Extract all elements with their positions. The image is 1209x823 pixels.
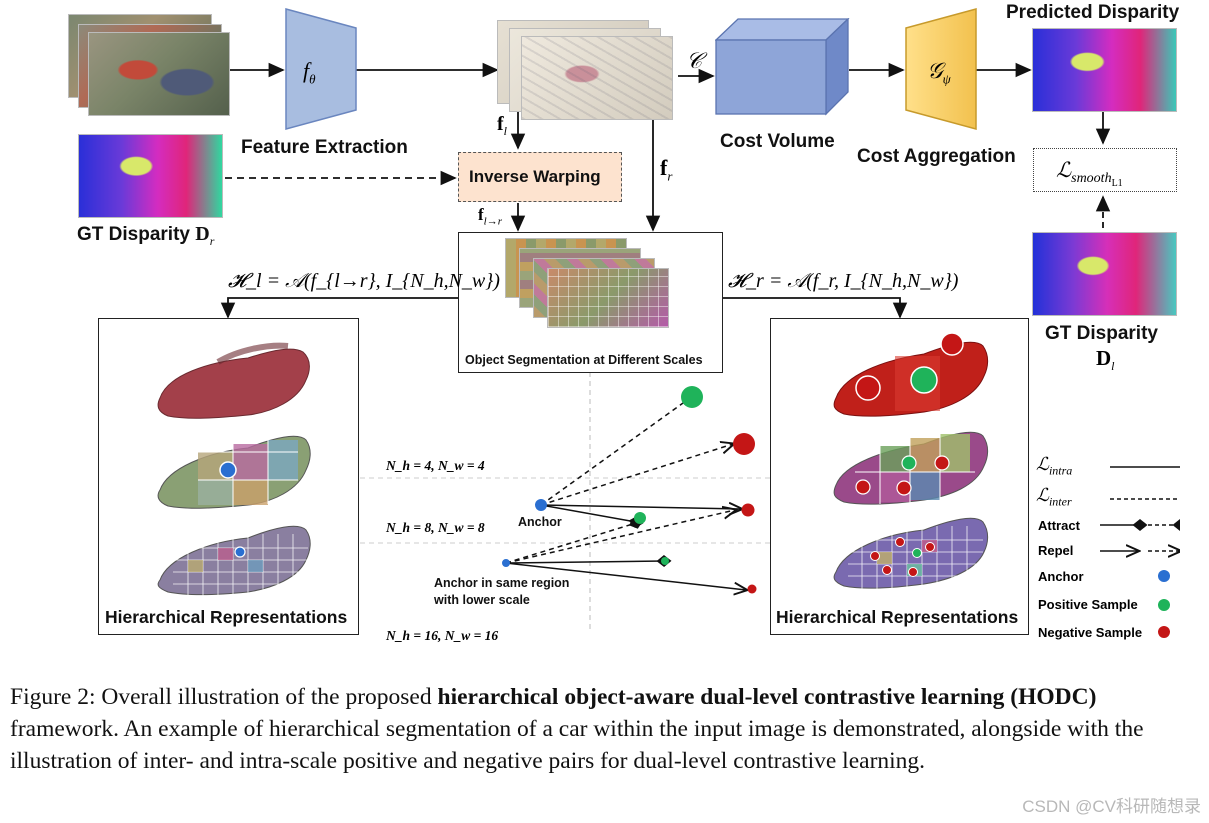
g-psi-symbol: 𝒢ψ: [927, 58, 951, 87]
anchor-label: Anchor: [518, 515, 562, 529]
inverse-warping-label: Inverse Warping: [469, 167, 601, 186]
legend-negative: Negative Sample: [1038, 625, 1143, 640]
h-left-formula: 𝓗_l = 𝒜(f_{l→r}, I_{N_h,N_w}): [228, 270, 500, 292]
f-warped-symbol: fl→r: [478, 205, 503, 228]
smooth-l1-loss-symbol: ℒsmoothL1: [1056, 158, 1123, 189]
legend-intra-symbol: ℒintra: [1036, 454, 1073, 478]
legend-repel: Repel: [1038, 543, 1074, 558]
legend-anchor-dot: [1158, 570, 1170, 582]
feature-map-stack: [497, 20, 679, 120]
anchor-dot: [535, 499, 547, 511]
anchor-lower-label-line2: with lower scale: [434, 593, 530, 607]
legend-anchor: Anchor: [1038, 569, 1084, 584]
hier-right-label: Hierarchical Representations: [776, 607, 1019, 627]
inverse-warping-box: [458, 152, 622, 202]
negative-sample-dot: [733, 433, 755, 455]
hier-left-label: Hierarchical Representations: [105, 607, 348, 627]
f-right-symbol: fr: [660, 155, 673, 184]
segmentation-stack: [505, 238, 675, 338]
legend-attract: Attract: [1038, 518, 1080, 533]
legend-inter-symbol: ℒinter: [1036, 485, 1072, 509]
legend-positive: Positive Sample: [1038, 597, 1138, 612]
gt-disparity-left-image: [1032, 232, 1177, 316]
f-left-symbol: fl: [497, 113, 508, 138]
feature-extraction-block: [285, 8, 357, 130]
scale-label-4: N_h = 4, N_w = 4: [386, 458, 485, 473]
gt-disparity-right-image: [78, 134, 223, 218]
positive-sample-dot: [661, 557, 669, 565]
legend-glyphs: [1100, 466, 1180, 638]
gt-disparity-right-label: GT Disparity Dr: [77, 223, 215, 248]
predicted-disparity-label: Predicted Disparity: [1006, 2, 1180, 23]
feature-extraction-label: Feature Extraction: [241, 137, 408, 158]
cost-volume-symbol: 𝒞: [686, 48, 703, 73]
cost-aggregation-block: [905, 8, 977, 130]
cost-volume-label: Cost Volume: [720, 131, 835, 152]
anchor-lower-label-line1: Anchor in same region: [434, 576, 570, 590]
segmentation-label: Object Segmentation at Different Scales: [465, 353, 703, 367]
watermark: CSDN @CV科研随想录: [1022, 797, 1201, 816]
f-theta-symbol: fθ: [303, 58, 316, 87]
predicted-disparity-image: [1032, 28, 1177, 112]
positive-sample-dot: [634, 512, 646, 524]
cost-volume-cube: [715, 18, 850, 116]
negative-sample-dot: [741, 503, 755, 517]
gt-disparity-left-symbol: Dl: [1096, 346, 1115, 374]
scale-label-8: N_h = 8, N_w = 8: [386, 520, 485, 535]
gt-disparity-left-label: GT Disparity: [1045, 323, 1158, 344]
input-image-stack: [68, 14, 230, 116]
anchor-dot: [502, 559, 510, 567]
scale-label-16: N_h = 16, N_w = 16: [386, 628, 499, 643]
legend-negative-dot: [1158, 626, 1170, 638]
cost-aggregation-label: Cost Aggregation: [857, 146, 1016, 167]
negative-sample-dot: [747, 584, 757, 594]
positive-sample-dot: [681, 386, 703, 408]
hier-left-cars: [157, 342, 311, 596]
connector-layer: [220, 62, 1111, 632]
h-right-formula: 𝓗_r = 𝒜(f_r, I_{N_h,N_w}): [728, 270, 959, 292]
figure-caption: Figure 2: Overall illustration of the pr…: [10, 684, 1144, 774]
smooth-l1-loss-box: [1033, 148, 1177, 192]
legend-positive-dot: [1158, 599, 1170, 611]
hier-right-cars: [833, 332, 989, 590]
